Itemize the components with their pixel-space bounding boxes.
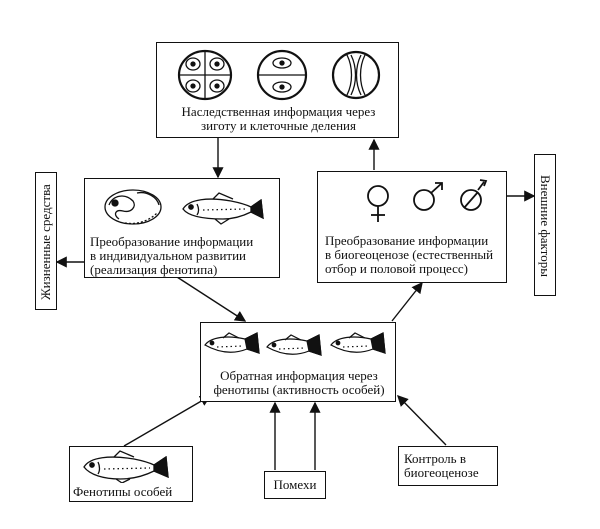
- two-cell-stage-icon: [256, 49, 308, 101]
- feedback-box: Обратная информация через фенотипы (акти…: [200, 322, 396, 402]
- fish-icon-1: [204, 332, 260, 354]
- arrow-center-to-right: [391, 281, 423, 322]
- heredity-line-1: Наследственная информация через: [181, 104, 376, 119]
- fish-school-icons: [204, 332, 386, 356]
- phenotypes-box: Фенотипы особей: [69, 446, 193, 502]
- arrow-control-to-center: [397, 394, 447, 446]
- noise-label: Помехи: [273, 477, 317, 492]
- development-box: Преобразование информации в индивидуальн…: [84, 178, 280, 278]
- cell-division-icons: [177, 49, 381, 101]
- female-symbol-icon: [367, 185, 389, 222]
- phenotypes-label: Фенотипы особей: [73, 484, 173, 499]
- vital-resources-label: Жизненные средства: [38, 184, 53, 300]
- development-line-1: Преобразование информации: [90, 234, 254, 249]
- biogeocenosis-line-1: Преобразование информации: [325, 233, 489, 248]
- embryo-icon: [104, 189, 162, 225]
- development-line-3: (реализация фенотипа): [90, 262, 218, 277]
- biogeocenosis-line-2: в биогеоценозе (естественный: [325, 247, 494, 262]
- arrow-left-to-center: [176, 276, 247, 322]
- sex-symbols: [367, 179, 488, 222]
- fish-icon-3: [330, 332, 386, 354]
- fish-icon-2: [266, 334, 322, 356]
- heredity-box: Наследственная информация через зиготу и…: [156, 42, 399, 138]
- mitosis-chromosomes-icon: [331, 50, 381, 100]
- sterile-symbol-icon: [460, 179, 488, 211]
- arrow-phenotypes-to-center: [123, 395, 212, 447]
- external-factors-box: Внешние факторы: [534, 154, 556, 296]
- control-line-1: Контроль в: [404, 451, 466, 466]
- feedback-line-2: фенотипы (активность особей): [213, 382, 385, 397]
- four-cell-zygote-icon: [177, 49, 233, 101]
- control-box: Контроль в биогеоценозе: [398, 446, 498, 486]
- noise-box: Помехи: [264, 471, 326, 499]
- development-icons: [104, 189, 264, 225]
- phenotype-fish-icon: [83, 450, 169, 483]
- fish-icon: [182, 192, 264, 225]
- male-symbol-icon: [413, 182, 443, 211]
- biogeocenosis-box: Преобразование информации в биогеоценозе…: [317, 171, 507, 283]
- biogeocenosis-line-3: отбор и половой процесс): [325, 261, 468, 276]
- development-line-2: в индивидуальном развитии: [90, 248, 246, 263]
- control-line-2: биогеоценозе: [404, 465, 479, 480]
- vital-resources-box: Жизненные средства: [35, 172, 57, 310]
- external-factors-label: Внешние факторы: [538, 175, 553, 277]
- heredity-line-2: зиготу и клеточные деления: [201, 118, 356, 133]
- feedback-line-1: Обратная информация через: [220, 368, 378, 383]
